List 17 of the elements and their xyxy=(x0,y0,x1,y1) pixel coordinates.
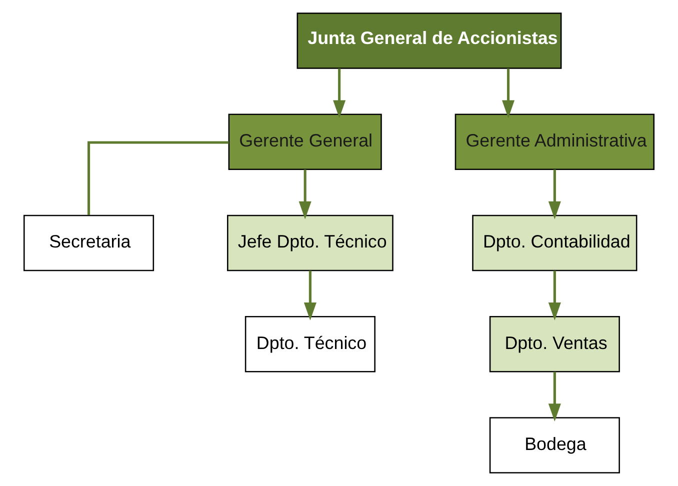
node-box: Secretaria xyxy=(23,214,154,272)
arrow xyxy=(548,270,561,320)
node-box: Dpto. Ventas xyxy=(489,316,620,372)
node-box: Bodega xyxy=(489,417,620,474)
node-box: Dpto. Contabilidad xyxy=(472,214,638,272)
arrow xyxy=(333,68,346,118)
arrow xyxy=(502,68,515,118)
arrow xyxy=(304,270,316,320)
node-box: Dpto. Técnico xyxy=(244,316,376,372)
connector xyxy=(87,141,229,215)
node-box: Junta General de Accionistas xyxy=(296,12,562,69)
arrow xyxy=(298,170,312,220)
node-box: Gerente General xyxy=(228,114,382,170)
arrow xyxy=(548,170,561,220)
node-box: Gerente Administrativa xyxy=(454,114,655,170)
arrow xyxy=(548,372,561,422)
node-box: Jefe Dpto. Técnico xyxy=(227,214,394,272)
